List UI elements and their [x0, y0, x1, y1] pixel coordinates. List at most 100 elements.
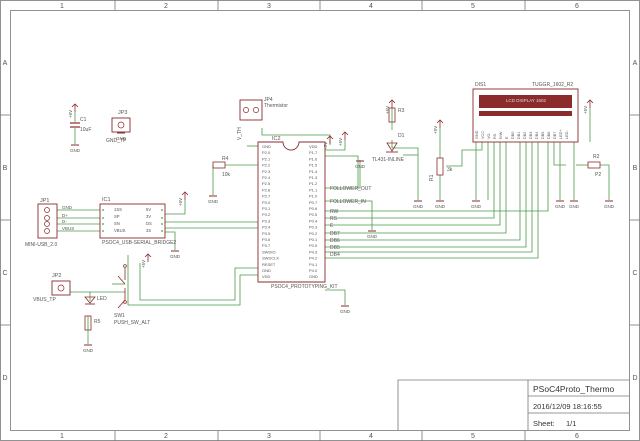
gnd-label: GND	[116, 136, 127, 141]
gnd-label: GND	[355, 164, 366, 169]
row-label: D	[632, 375, 637, 382]
lcd-pin-label: DB3	[529, 132, 533, 139]
ic1-usb-serial-bridge: IC1 PSOC4_USB-SERIAL_BRIDGE2 1SS SP SN V…	[99, 197, 176, 246]
gnd-symbol: GND	[555, 200, 566, 209]
vcc-label: +5V	[68, 110, 73, 118]
column-labels-bottom: 1 2 3 4 5 6	[60, 433, 579, 440]
gnd-label: GND	[413, 204, 424, 209]
vcc-label: +5V	[338, 138, 343, 146]
vcc-label: +5V	[583, 106, 588, 114]
ic2-pin-label: P4.0	[309, 268, 318, 273]
ic2-pin-label: P0.3	[309, 225, 318, 230]
ic2-pin-label: P0.7	[309, 200, 318, 205]
gnd-label: GND	[340, 309, 351, 314]
ic2-pin-label: P3.7	[262, 243, 271, 248]
led-indicator: LED	[84, 296, 107, 305]
ic2-pin-label: P1.1	[309, 187, 318, 192]
r3-resistor: R3	[388, 107, 405, 123]
ic1-pin: VBUS	[114, 228, 126, 233]
lcd-pin-label: DB6	[547, 132, 551, 139]
ic2-pin-label: P3.6	[262, 237, 271, 242]
d1-ref: D1	[398, 133, 405, 139]
ic2-pin-label: P4.1	[309, 262, 318, 267]
r4-resistor: R4 10k	[212, 156, 231, 178]
ic2-pin-label: P2.2	[262, 163, 271, 168]
jp4-ref: JP4	[264, 97, 273, 103]
lcd-pin-label: RS	[493, 133, 497, 139]
jp1-name: MINI-USB_2.0	[25, 242, 57, 248]
ic2-pin-label: P2.5	[262, 181, 271, 186]
col-label: 4	[369, 433, 373, 440]
r5-resistor: R5	[84, 315, 101, 331]
row-label: B	[3, 165, 8, 172]
ic2-pin-label: P0.2	[309, 231, 318, 236]
gnd-symbol: GND	[471, 200, 482, 209]
jp1-ref: JP1	[40, 198, 49, 204]
jp2-vbus-testpoint: JP2 VBUS_TP	[33, 273, 71, 303]
ic1-pin: SN	[114, 221, 120, 226]
dis1-label: LCD DISPLAY 1602	[506, 98, 547, 103]
drawing-datetime: 2016/12/09 18:16:55	[533, 402, 602, 411]
ic2-pin-label: P3.0	[262, 200, 271, 205]
row-label: B	[633, 165, 638, 172]
led-ref: LED	[97, 296, 107, 302]
lcd-pin-label: R/W	[499, 131, 503, 139]
lcd-pin-label: DB5	[541, 132, 545, 139]
col-label: 1	[60, 433, 64, 440]
ic2-pin-label: P1.5	[309, 163, 318, 168]
vcc-label: +5V	[385, 106, 390, 114]
c1-ref: C1	[80, 117, 87, 123]
row-label: A	[633, 60, 638, 67]
ic2-pin-label: P3.4	[262, 225, 271, 230]
vcc-symbol: +5V	[178, 191, 189, 206]
ic2-psoc4-prototyping-kit: IC2 PSOC4_PROTOTYPING_KIT GNDP2.0P2.1P2.…	[257, 136, 371, 290]
gnd-label: GND	[471, 204, 482, 209]
col-label: 6	[575, 433, 579, 440]
ic2-pin-label: P2.6	[262, 187, 271, 192]
ic2-pin-label: P3.3	[262, 218, 271, 223]
vcc-symbol: +5V	[323, 135, 334, 150]
ic2-pin-label: P1.6	[309, 156, 318, 161]
r5-ref: R5	[94, 319, 101, 325]
d1-tl431-regulator: D1 TL431-INLINE	[372, 133, 405, 163]
net-label: DB5	[330, 245, 340, 251]
ic2-pin-label: VDD	[309, 144, 318, 149]
column-labels-top: 1 2 3 4 5 6	[60, 3, 579, 10]
jp4-thermistor-connector: JP4 Thermistor V_TH	[237, 97, 288, 140]
net-label: FOLLOWER_OUT	[330, 186, 371, 192]
c1-value: 10uF	[80, 127, 91, 133]
ic2-pin-label: P2.1	[262, 156, 271, 161]
ic2-pin-label: GND	[262, 144, 271, 149]
gnd-symbol: GND	[116, 132, 127, 141]
p2-label: P2	[595, 172, 601, 178]
ic1-pin: DS	[146, 221, 152, 226]
r2-resistor: R2 P2	[587, 154, 601, 178]
title-block: PSoC4Proto_Thermo 2016/12/09 18:16:55 Sh…	[397, 379, 629, 430]
col-label: 6	[575, 3, 579, 10]
ic2-pin-label: SWDCLK	[262, 256, 279, 261]
ic2-pin-label: GND	[262, 268, 271, 273]
gnd-symbol: GND	[170, 250, 181, 259]
gnd-symbol: GND	[208, 195, 219, 204]
row-label: D	[2, 375, 7, 382]
net-label: E	[330, 223, 334, 229]
ic2-pin-label: VDD	[262, 274, 271, 279]
sheet-number: 1/1	[566, 419, 576, 428]
ic1-pin: 3V	[146, 214, 151, 219]
ic2-pin-label: P1.7	[309, 150, 318, 155]
lcd-pin-label: DB1	[517, 132, 521, 139]
gnd-symbol: GND	[569, 200, 580, 209]
col-label: 3	[267, 3, 271, 10]
lcd-pin-label: DB0	[511, 132, 515, 139]
r3-ref: R3	[398, 108, 405, 114]
power-symbols: +5V+5V+5V+5V+5V+5V+5V+5VGNDGNDGNDGNDGNDG…	[68, 99, 615, 353]
lcd-pin-label: DB2	[523, 132, 527, 139]
r1-trimmer: R1 3k	[429, 157, 453, 181]
ic1-name: PSOC4_USB-SERIAL_BRIDGE2	[102, 240, 176, 246]
vcc-label: +5V	[323, 142, 328, 150]
ic2-pin-label: P0.1	[309, 237, 318, 242]
ic2-pin-label: RESET	[262, 262, 276, 267]
jp2-name: VBUS_TP	[33, 297, 56, 303]
ic1-ref: IC1	[102, 197, 111, 203]
